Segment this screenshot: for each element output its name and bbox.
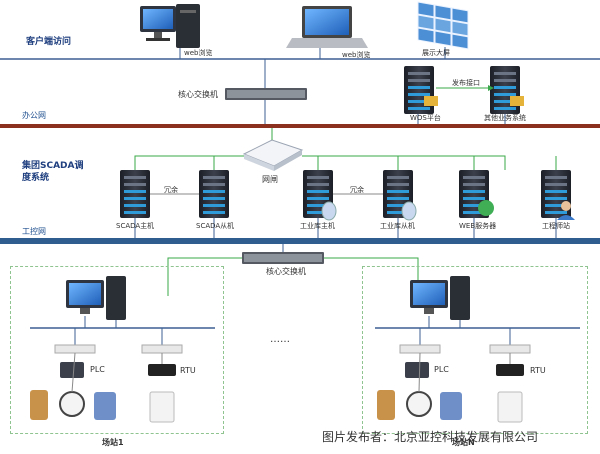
gateway-icon: [242, 139, 304, 171]
stationN-name: 场站N: [452, 438, 475, 447]
publisher-watermark: 图片发布者：北京亚控科技发展有限公司: [322, 430, 539, 444]
other-business-server-icon: [490, 66, 520, 114]
core-switch-top-label: 核心交换机: [178, 90, 218, 99]
display-wall-icon: [417, 1, 469, 50]
scada-slave-server-icon: [199, 170, 229, 218]
folder-icon: [424, 96, 438, 106]
station1-plc-label: PLC: [90, 365, 105, 374]
engineer-avatar-icon: [561, 201, 571, 211]
web-server-label: WEB服务器: [459, 222, 497, 230]
stationN-box: [362, 266, 588, 434]
gateway-label: 网闸: [262, 175, 278, 184]
station1-box: [10, 266, 224, 434]
database-icon: [321, 201, 337, 221]
wos-platform-label: WOS平台: [410, 114, 441, 122]
stationN-rtu-label: RTU: [530, 366, 546, 375]
station1-equipment: [30, 276, 215, 423]
web-browse-label-1: web浏览: [184, 49, 213, 57]
control-network-bar: [0, 238, 600, 244]
database-icon-2: [401, 201, 417, 221]
hot-standby-label-2: 冗余: [350, 186, 364, 194]
folder-icon-2: [510, 96, 524, 106]
office-network-bar: [0, 124, 600, 128]
display-wall-label: 展示大屏: [422, 49, 450, 57]
control-net-label: 工控网: [22, 227, 46, 236]
globe-icon: [478, 200, 494, 216]
desktop-pc-icon: [140, 4, 200, 48]
scada-master-server-icon: [120, 170, 150, 218]
stationN-plc-label: PLC: [434, 365, 449, 374]
publish-interface-label: 发布接口: [452, 79, 480, 87]
web-browse-label-2: web浏览: [342, 51, 371, 59]
station1-rtu-label: RTU: [180, 366, 196, 375]
scada-slave-label: SCADA从机: [196, 222, 235, 230]
engineer-station-label: 工程师站: [542, 222, 570, 230]
scada-master-label: SCADA主机: [116, 222, 155, 230]
gateway-links: [134, 128, 557, 170]
stationN-equipment: [375, 276, 580, 423]
hot-standby-label-1: 冗余: [164, 186, 178, 194]
core-switch-bottom-icon: [242, 252, 324, 264]
core-switch-top-icon: [225, 88, 307, 100]
wos-platform-server-icon: [404, 66, 434, 114]
client-access-label: 客户端访问: [26, 37, 72, 47]
office-net-label: 办公网: [22, 111, 46, 120]
group-scada-label: 集团SCADA调度系统: [22, 161, 84, 183]
core-switch-bottom-label: 核心交换机: [266, 267, 306, 276]
more-stations-ellipsis: ……: [270, 334, 290, 345]
db-slave-label: 工业库从机: [380, 222, 415, 230]
db-master-label: 工业库主机: [300, 222, 335, 230]
other-business-label: 其他业务系统: [484, 114, 526, 122]
laptop-icon: [286, 6, 368, 48]
station1-name: 场站1: [102, 438, 124, 447]
